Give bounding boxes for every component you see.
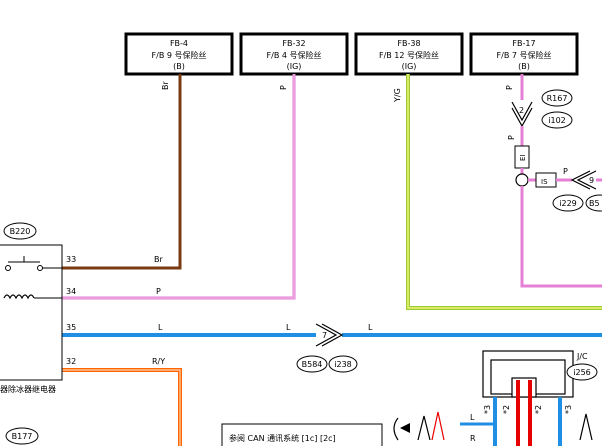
wire-orange: R/Y	[62, 357, 182, 446]
wire-blue-label-1: L	[158, 323, 163, 332]
fuse-fb32: FB-32 F/B 4 号保险丝 (IG)	[239, 32, 349, 76]
pin-33: 33	[66, 255, 76, 264]
connector-b5: B5	[585, 194, 602, 212]
can-note-box: 参阅 CAN 通讯系统 [1c] [2c]	[221, 423, 383, 446]
connector-r167: R167	[541, 89, 573, 107]
ei-label: EI	[519, 155, 527, 162]
wire-pink-label: P	[279, 85, 288, 90]
fuse-fb17: FB-17 F/B 7 号保险丝 (B)	[469, 32, 579, 76]
fuse-fb38: FB-38 F/B 12 号保险丝 (IG)	[354, 32, 464, 76]
jc-mark-2: *2	[502, 405, 511, 414]
wire-brown-label: Br	[161, 81, 170, 90]
fuse-fb32-supply: (IG)	[287, 62, 302, 71]
fuse-fb32-id: FB-32	[282, 39, 305, 48]
svg-text:i238: i238	[334, 360, 352, 369]
wire-yellow-green: Y/G	[393, 74, 602, 310]
svg-text:i229: i229	[559, 199, 577, 208]
can-stubs	[393, 411, 593, 441]
wire-blue-label-2: L	[286, 323, 291, 332]
connector-b584: B584	[296, 355, 328, 373]
svg-text:i102: i102	[548, 116, 566, 125]
wire-blue-label-3: L	[368, 323, 373, 332]
wire-fb17-label: P	[505, 85, 514, 90]
junction-circle	[515, 173, 529, 187]
fuse-fb4-name: F/B 9 号保险丝	[152, 50, 207, 60]
fuse-fb4: FB-4 F/B 9 号保险丝 (B)	[124, 32, 234, 76]
can-note-text: 参阅 CAN 通讯系统 [1c] [2c]	[229, 433, 336, 443]
wire-p-right: P	[563, 167, 568, 176]
svg-text:B177: B177	[12, 432, 33, 441]
connector-b220	[3, 222, 37, 240]
connector-b177: B177	[5, 427, 39, 445]
pin-9: 9	[589, 176, 594, 185]
connector-i229: i229	[552, 194, 584, 212]
wire-p-below: P	[507, 135, 516, 140]
fuse-fb4-id: FB-4	[170, 39, 188, 48]
svg-text:i256: i256	[573, 368, 591, 377]
jc-wire-r: R	[470, 434, 476, 443]
fuse-fb4-supply: (B)	[173, 62, 185, 71]
wire-brown: Br	[62, 74, 182, 270]
wire-pink: P	[62, 74, 296, 300]
relay: B220 33 Br 34 P 35 32 器除冰器继电器	[0, 222, 163, 394]
svg-text:R167: R167	[547, 94, 568, 103]
fuse-fb17-name: F/B 7 号保险丝	[497, 50, 552, 60]
pin-2: 2	[519, 106, 524, 115]
relay-label: 器除冰器继电器	[0, 384, 56, 394]
jc-mark-4: *3	[564, 405, 573, 414]
joint-connector: J/C i256 *3 *2 *2 *3 L R	[460, 350, 598, 446]
jc-label: J/C	[576, 352, 588, 361]
connector-b220-label: B220	[10, 227, 31, 236]
jc-wire-l: L	[470, 413, 475, 422]
svg-text:B5: B5	[589, 199, 600, 208]
pin-34: 34	[66, 287, 76, 296]
fuse-fb38-name: F/B 12 号保险丝	[379, 50, 439, 60]
wire-ry-label: R/Y	[152, 357, 165, 366]
connector-i102: i102	[541, 111, 573, 129]
fuse-fb32-name: F/B 4 号保险丝	[267, 50, 322, 60]
wire-p-label: P	[156, 287, 161, 296]
pin-32: 32	[66, 357, 76, 366]
fuse-fb38-supply: (IG)	[402, 62, 417, 71]
fuse-fb17-supply: (B)	[518, 62, 530, 71]
svg-text:B584: B584	[302, 360, 323, 369]
connector-i256	[566, 363, 598, 381]
jc-mark-3: *2	[534, 405, 543, 414]
jc-mark-1: *3	[483, 405, 492, 414]
wire-br-label: Br	[154, 255, 163, 264]
fuse-fb38-id: FB-38	[397, 39, 420, 48]
pin-35: 35	[66, 323, 76, 332]
wire-yg-label: Y/G	[393, 88, 402, 103]
is-label: IS	[541, 178, 548, 186]
fuse-fb17-id: FB-17	[512, 39, 535, 48]
wire-fb17-branch: P 2 P EI IS P 9	[505, 74, 602, 288]
connector-i238: i238	[328, 355, 358, 373]
pin-7: 7	[322, 331, 327, 340]
wire-blue: L L L 7	[62, 323, 602, 347]
